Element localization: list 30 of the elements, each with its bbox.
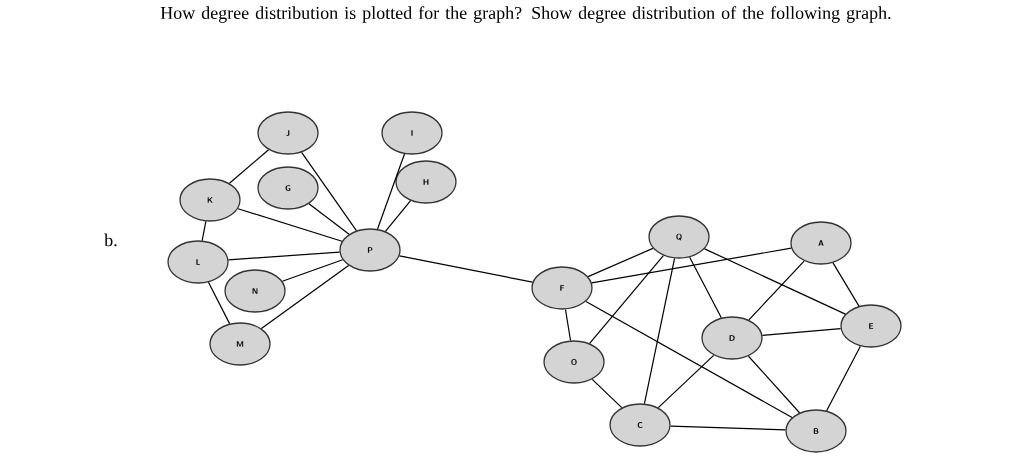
edge-line <box>670 425 786 431</box>
edge-line <box>748 260 805 321</box>
edge-line <box>237 208 343 242</box>
edge-line <box>376 153 406 230</box>
question-text: How degree distribution is plotted for the graph? Show degree distribution of the following graph. <box>160 6 891 23</box>
edge-line <box>591 247 792 284</box>
edge-line <box>761 328 842 336</box>
edge-line <box>207 281 231 325</box>
edge-line <box>308 203 350 235</box>
edge-line <box>201 220 207 242</box>
edge-line <box>398 255 534 283</box>
edge-line <box>747 355 801 414</box>
edge-line <box>587 247 654 278</box>
edge-line <box>589 255 664 344</box>
edge-line <box>227 251 341 261</box>
edge-line <box>643 257 676 405</box>
edge-line <box>228 149 270 184</box>
edge-line <box>384 200 412 232</box>
edge-line <box>832 262 860 307</box>
edge-line <box>564 308 572 342</box>
edge-line <box>704 248 846 315</box>
edge-line <box>689 256 722 319</box>
edge-line <box>585 300 793 419</box>
edge-line <box>301 151 357 232</box>
edge-line <box>826 345 861 412</box>
edge-line <box>591 378 623 409</box>
edge-line <box>281 259 344 282</box>
edge-line <box>260 264 350 330</box>
edge-line <box>657 354 715 409</box>
item-label: b. <box>104 233 117 247</box>
